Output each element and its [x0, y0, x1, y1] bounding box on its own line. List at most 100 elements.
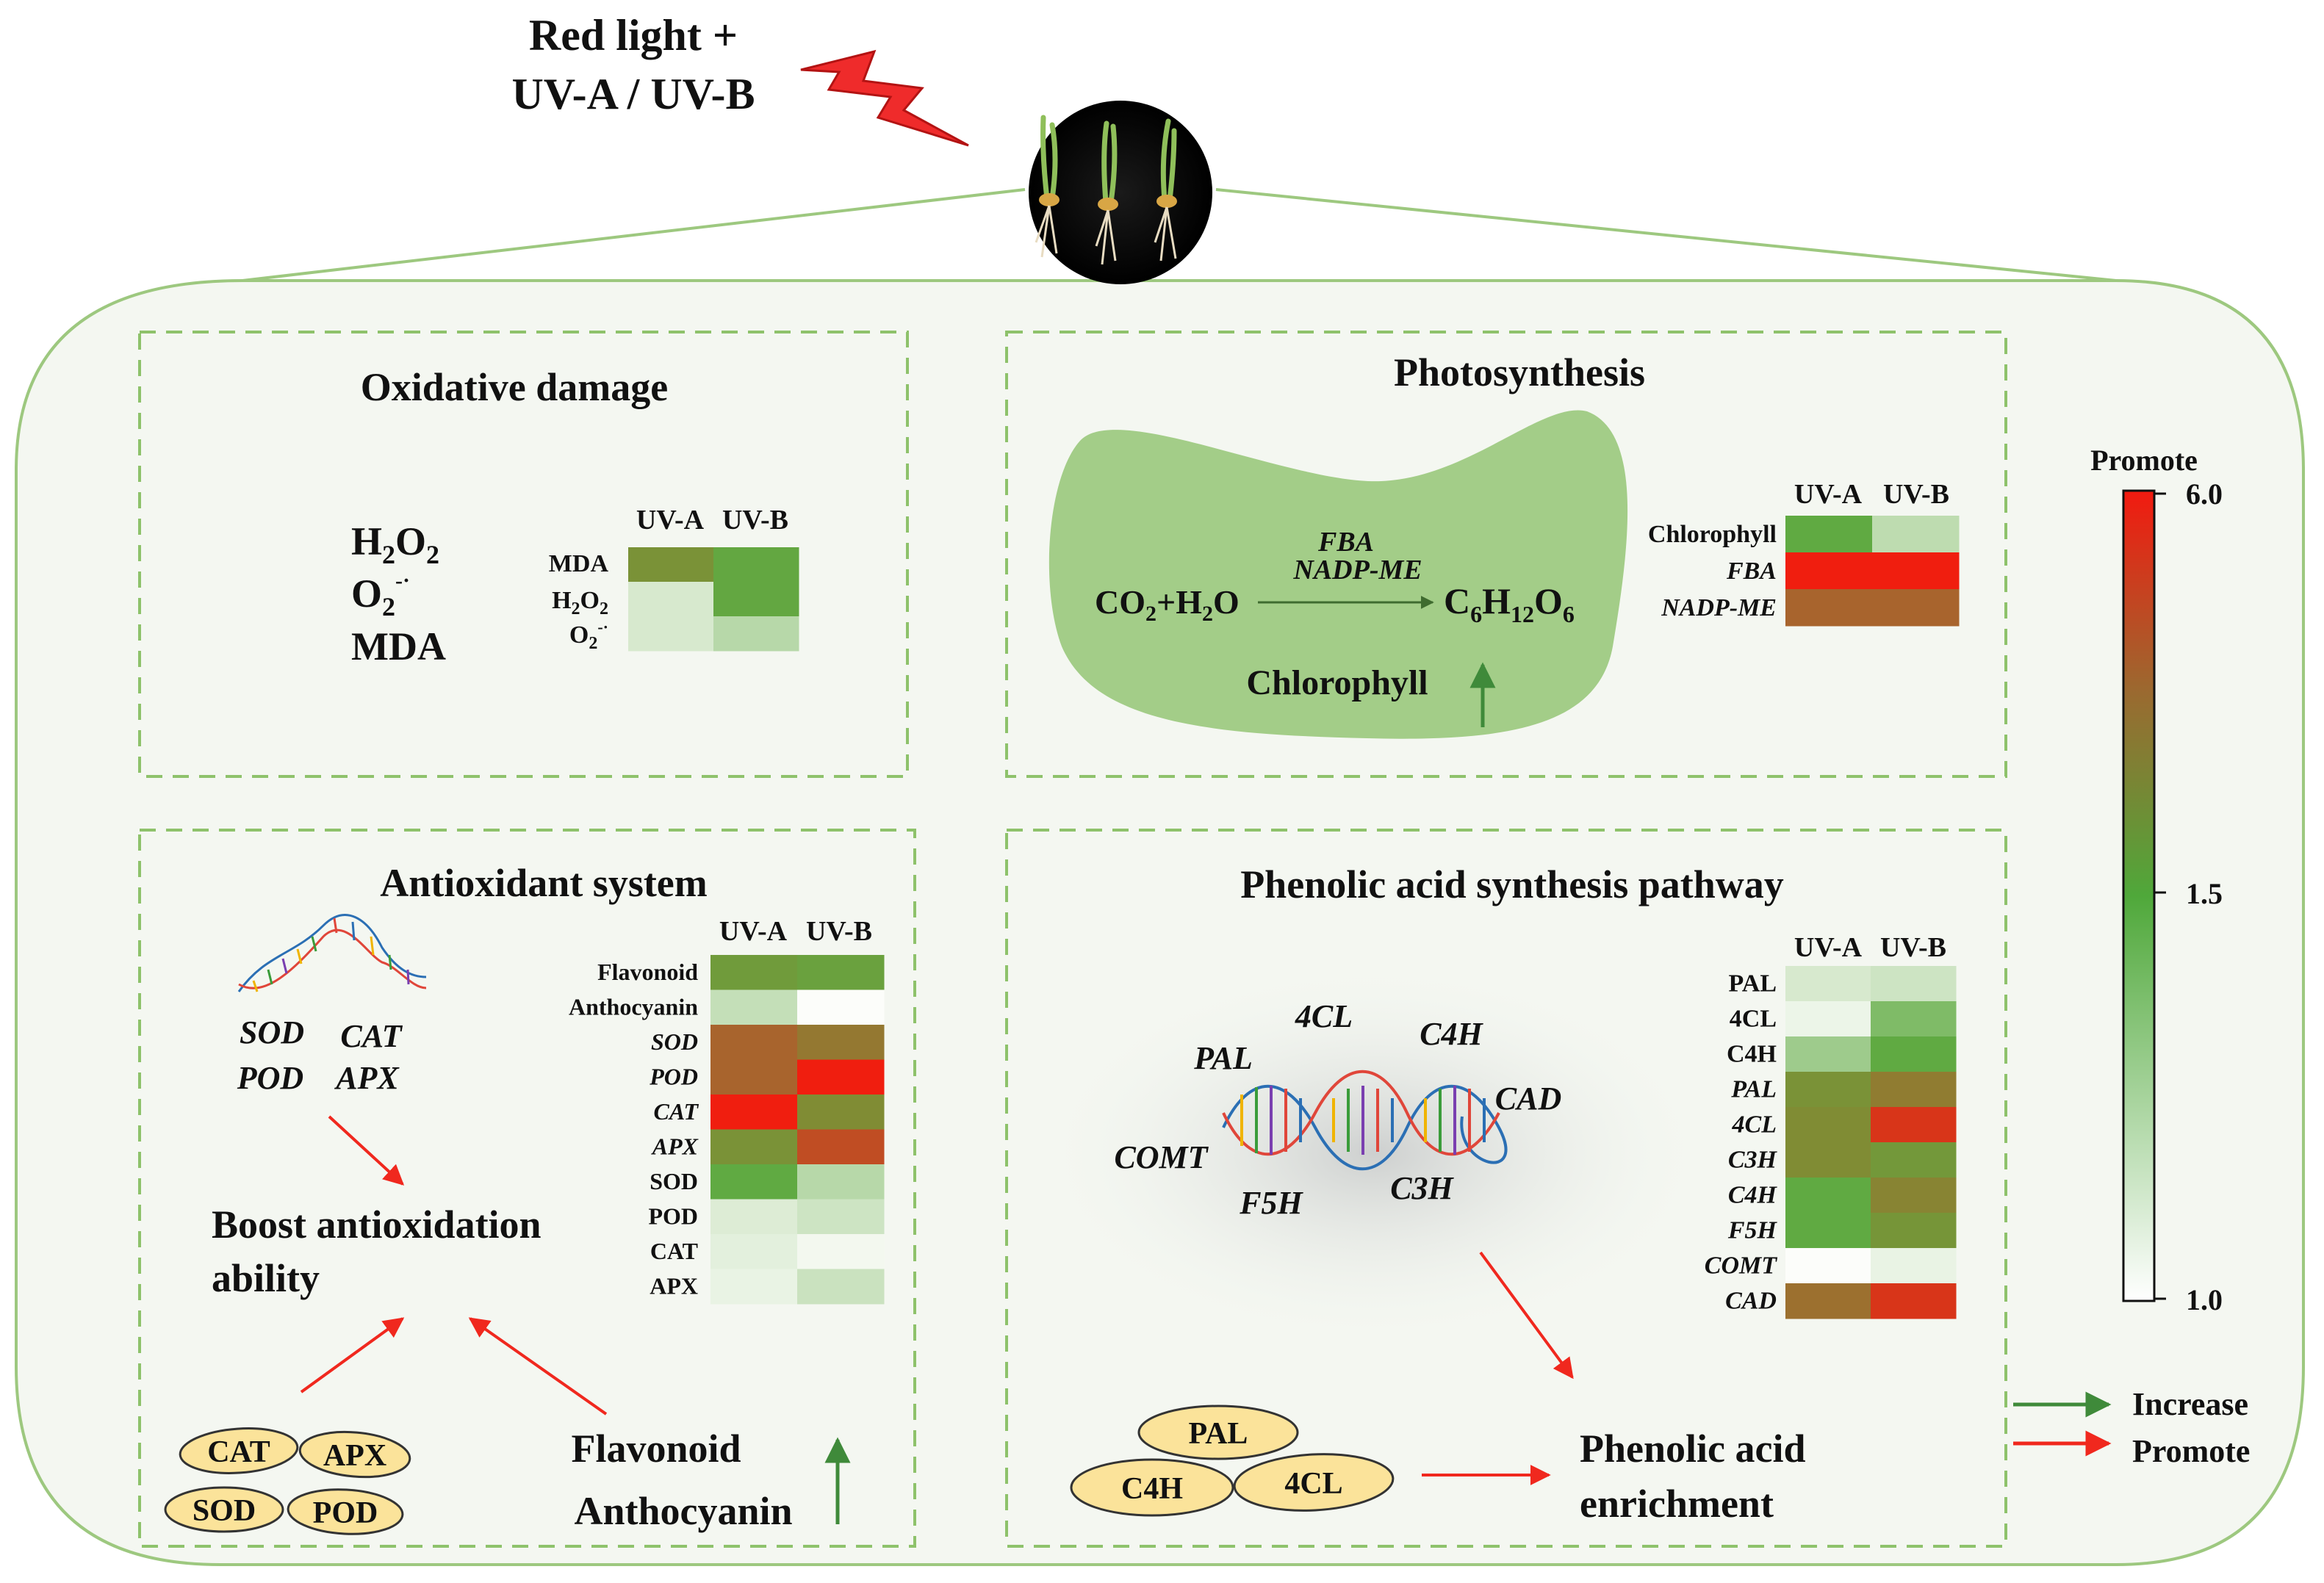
ao-row-label: SOD — [650, 1168, 698, 1194]
ph-cell-r1-c1 — [1871, 1001, 1957, 1037]
enzyme-fba: FBA — [1317, 527, 1374, 558]
gene-apx: APX — [334, 1060, 400, 1096]
ph-cell-r5-c1 — [1871, 1142, 1957, 1178]
ph-gene-4cl: 4CL — [1295, 998, 1353, 1034]
ps-cell-r0-c0 — [1785, 516, 1873, 553]
ph-cell-r6-c0 — [1785, 1178, 1871, 1214]
svg-text:MDA: MDA — [351, 624, 446, 668]
ao-cell-r7-c1 — [797, 1199, 885, 1235]
ao-cell-r8-c0 — [710, 1234, 798, 1269]
photosynthesis-title: Photosynthesis — [1394, 350, 1645, 394]
reactant-formula: CO2+H2O — [1095, 583, 1240, 626]
svg-text:H2O2: H2O2 — [351, 519, 439, 569]
ph-row-label: PAL — [1729, 970, 1777, 998]
phenolic-heatmap: UV-A UV-B PAL4CLC4HPAL4CLC3HC4HF5HCOMTCA… — [1705, 932, 1957, 1319]
ph-cell-r4-c0 — [1785, 1107, 1871, 1143]
ao-col-uva: UV-A — [719, 916, 788, 947]
ps-row-label: NADP-ME — [1661, 594, 1777, 621]
ao-row-label: APX — [650, 1273, 698, 1299]
svg-text:O2-·: O2-· — [351, 569, 410, 621]
phenolic-result-line2: enrichment — [1580, 1482, 1774, 1526]
seedling-photo — [1029, 101, 1212, 284]
ps-cell-r0-c1 — [1872, 516, 1960, 553]
oxidative-heatmap: UV-A UV-B MDA H2O2 O2-· — [549, 505, 799, 653]
ox-col-uvb: UV-B — [722, 505, 788, 536]
svg-text:CAT: CAT — [207, 1435, 270, 1469]
colorbar-title: Promote — [2090, 444, 2198, 477]
ph-cell-r9-c1 — [1871, 1283, 1957, 1319]
ph-cell-r8-c0 — [1785, 1248, 1871, 1284]
ph-row-label: CAD — [1725, 1288, 1777, 1315]
ps-cell-r1-c0 — [1785, 552, 1873, 590]
dna-helix-icon-large — [1222, 1070, 1508, 1171]
ph-cell-r7-c1 — [1871, 1213, 1957, 1249]
enzyme-sod-badge: SOD — [164, 1486, 284, 1533]
antioxidant-enzymes: CAT APX SOD POD — [164, 1427, 411, 1535]
metabolite-flavonoid: Flavonoid — [571, 1427, 741, 1471]
ao-row-label: CAT — [654, 1098, 699, 1125]
ph-row-label: 4CL — [1732, 1111, 1777, 1139]
funnel-line-right — [1215, 188, 2117, 282]
gene-cat: CAT — [340, 1018, 403, 1054]
ao-cell-r4-c0 — [710, 1095, 798, 1130]
colorbar-gradient — [2122, 489, 2156, 1302]
chloroplast-blob — [1048, 410, 1628, 739]
ph-enzyme-c4h-badge: C4H — [1070, 1458, 1234, 1517]
ps-col-uvb: UV-B — [1883, 479, 1949, 510]
ao-cell-r1-c0 — [710, 989, 798, 1025]
oxidative-title: Oxidative damage — [361, 365, 668, 409]
ao-row-label: POD — [648, 1203, 698, 1230]
ph-cell-r0-c0 — [1785, 966, 1871, 1002]
ao-cell-r0-c0 — [710, 955, 798, 990]
ao-row-label: APX — [651, 1133, 699, 1160]
header-line1: Red light + — [529, 11, 738, 60]
enzymes-promote-arrow — [300, 1317, 405, 1393]
ph-cell-r2-c0 — [1785, 1036, 1871, 1072]
ph-row-label: F5H — [1727, 1217, 1778, 1244]
ph-enzyme-4cl-badge: 4CL — [1233, 1453, 1395, 1512]
legend: Increase Promote — [2013, 1386, 2250, 1469]
svg-text:PAL: PAL — [1189, 1417, 1248, 1451]
ph-gene-f5h: F5H — [1239, 1185, 1303, 1221]
svg-text:C4H: C4H — [1121, 1472, 1183, 1506]
enzyme-pod-badge: POD — [287, 1488, 404, 1535]
colorbar-max: 6.0 — [2186, 477, 2223, 511]
phenolic-enzymes: PAL C4H 4CL — [1070, 1404, 1395, 1517]
ph-gene-pal: PAL — [1193, 1040, 1253, 1076]
colorbar-mid: 1.5 — [2186, 877, 2223, 910]
phenolic-result-line1: Phenolic acid — [1580, 1427, 1806, 1471]
svg-text:POD: POD — [313, 1496, 378, 1530]
ox-row-o2: O2-· — [569, 618, 608, 653]
ph-cell-r6-c1 — [1871, 1178, 1957, 1214]
ph-enzyme-pal-badge: PAL — [1137, 1404, 1299, 1460]
ph-cell-r2-c1 — [1871, 1036, 1957, 1072]
lightning-icon — [800, 49, 969, 147]
ox-col-uva: UV-A — [636, 505, 705, 536]
product-formula: C6H12O6 — [1444, 580, 1575, 627]
ph-cell-r8-c1 — [1871, 1248, 1957, 1284]
ps-col-uva: UV-A — [1794, 479, 1863, 510]
gene-sod: SOD — [240, 1014, 304, 1050]
ao-row-label: Anthocyanin — [569, 994, 698, 1020]
ao-row-label: Flavonoid — [597, 959, 698, 985]
oxidative-markers: H2O2 O2-· MDA — [351, 519, 446, 668]
header-line2: UV-A / UV-B — [511, 70, 755, 118]
gene-pod: POD — [237, 1060, 303, 1096]
ox-row-mda: MDA — [549, 550, 609, 577]
ph-row-label: COMT — [1705, 1252, 1777, 1280]
ox-cell-r2-c1 — [713, 616, 799, 652]
oxidative-box — [138, 331, 909, 778]
ph-row-label: C4H — [1727, 1041, 1777, 1068]
genes-promote-arrow — [328, 1115, 405, 1186]
ox-row-h2o2: H2O2 — [552, 587, 608, 619]
ox-cell-r1-c1 — [713, 582, 799, 617]
ao-cell-r4-c1 — [797, 1095, 885, 1130]
ao-cell-r9-c1 — [797, 1269, 885, 1305]
ph-row-label: C3H — [1728, 1147, 1778, 1174]
ps-cell-r1-c1 — [1872, 552, 1960, 590]
ph-cell-r5-c0 — [1785, 1142, 1871, 1178]
ox-cell-r0-c1 — [713, 547, 799, 583]
ps-cell-r2-c0 — [1785, 589, 1873, 627]
antioxidant-title: Antioxidant system — [380, 861, 708, 905]
phenolic-title: Phenolic acid synthesis pathway — [1240, 862, 1784, 906]
